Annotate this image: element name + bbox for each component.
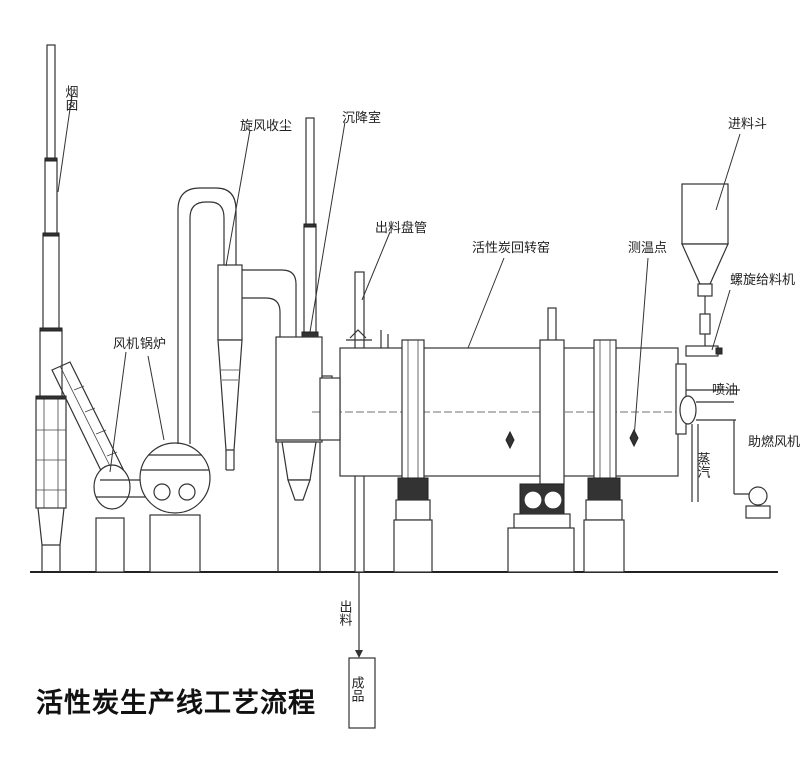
kiln-supports [393,477,625,573]
diagram-title: 活性炭生产线工艺流程 [36,688,316,719]
settling-chamber [275,117,333,572]
label-discharge-coil: 出料盘管 [375,220,427,236]
label-rotary-kiln: 活性炭回转窑 [472,240,550,256]
label-chimney: 烟囱 [63,85,79,111]
label-fan: 风机 [113,337,139,352]
chimney [35,44,67,572]
discharge-arrow [355,650,363,658]
label-hopper: 进料斗 [728,117,767,132]
feed-hopper [681,183,729,357]
activated-carbon-rotary-kiln [312,307,690,485]
burner-assembly [679,389,771,519]
label-temp-point: 测温点 [628,241,667,256]
label-discharge: 出料 [337,600,353,626]
boiler [139,442,211,573]
cyclone-dust-collector [177,187,297,471]
label-settling-chamber: 沉降室 [342,110,381,126]
label-combustion-fan: 助燃风机 [748,434,800,450]
label-cyclone: 旋风收尘 [240,119,292,134]
fan [93,464,150,573]
label-screw-feeder: 螺旋给料机 [730,273,795,288]
label-steam: 蒸汽 [695,452,711,478]
label-product: 成品 [349,676,365,702]
product-box [348,657,376,729]
label-oil-spray: 喷油 [712,383,738,398]
label-boiler: 锅炉 [140,336,166,352]
